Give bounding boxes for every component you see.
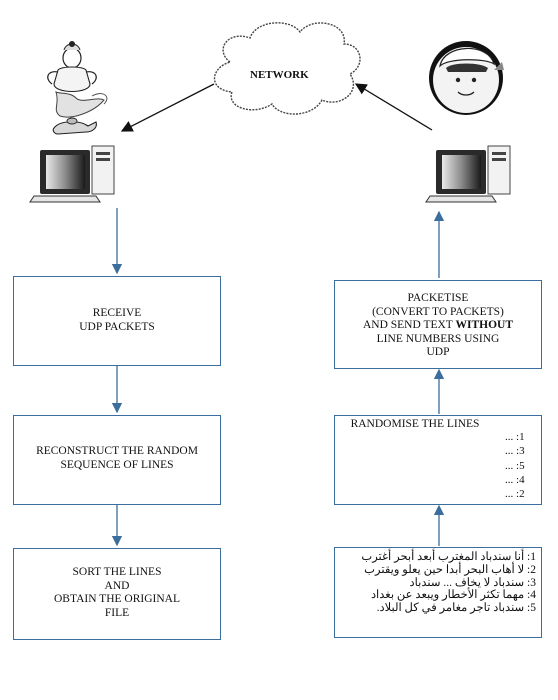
random-sequence: 1: ... 3: ... 5: ... 4: ... 2: ...: [505, 430, 525, 501]
sort-line-1: SORT THE LINES: [72, 566, 162, 578]
genie-image: [47, 41, 108, 135]
poem-line: 3: سندباد لا يخاف ... سندباد: [409, 576, 537, 589]
packetise-text: PACKETISE (CONVERT TO PACKETS) AND SEND …: [334, 292, 542, 360]
packetise-without: WITHOUT: [455, 319, 514, 331]
reconstruct-text: RECONSTRUCT THE RANDOM SEQUENCE OF LINES: [13, 445, 221, 472]
poem-line: 5: سندباد تاجر مغامر في كل البلاد.: [376, 602, 536, 615]
arrow-sender-to-network: [354, 83, 433, 131]
reconstruct-line-2: SEQUENCE OF LINES: [60, 458, 174, 471]
poem-line: 4: مهما تكثر الأخطار ويبعد عن بغداد: [370, 589, 536, 602]
packetise-line-3-a: AND SEND TEXT: [362, 319, 456, 331]
packetise-line-2: (CONVERT TO PACKETS): [372, 305, 504, 318]
packetise-line-4: LINE NUMBERS USING: [376, 332, 500, 345]
reconstruct-line-1: RECONSTRUCT THE RANDOM: [36, 445, 198, 457]
receive-line-1: RECEIVE: [92, 307, 142, 319]
sequence-item: 3: ...: [505, 445, 525, 458]
network-label: NETWORK: [250, 69, 309, 81]
receive-box: [13, 276, 221, 366]
packetise-box: [334, 280, 542, 369]
receive-line-2: UDP PACKETS: [79, 320, 155, 333]
sequence-item: 1: ...: [505, 431, 525, 443]
sort-line-3: OBTAIN THE ORIGINAL: [54, 593, 180, 605]
randomise-box: [334, 415, 542, 505]
sequence-item: 2: ...: [505, 488, 525, 501]
sequence-item: 4: ...: [505, 473, 525, 486]
poem-lines: 1: أنا سندباد المغترب أبعد أبحر أغترب 2:…: [361, 551, 536, 615]
sort-line-4: FILE: [104, 606, 130, 619]
sort-box: [13, 548, 221, 640]
computer-icon-receiver: [29, 145, 115, 203]
arrow-network-to-receiver: [120, 83, 215, 132]
network-cloud: [214, 22, 361, 115]
computer-icon-sender: [425, 145, 511, 203]
poem-line: 1: أنا سندباد المغترب أبعد أبحر أغترب: [361, 551, 536, 563]
poem-line: 2: لا أهاب البحر أبدا حين يعلو ويقترب: [364, 563, 536, 576]
packetise-line-5: UDP: [426, 346, 450, 358]
randomise-title: RANDOMISE THE LINES: [350, 418, 480, 430]
sort-text: SORT THE LINES AND OBTAIN THE ORIGINAL F…: [13, 566, 221, 620]
packetise-line-1: PACKETISE: [407, 292, 469, 304]
poem-box: [334, 547, 542, 638]
sequence-item: 5: ...: [505, 459, 525, 472]
sort-line-2: AND: [104, 579, 130, 592]
sindbad-image: [429, 41, 504, 115]
reconstruct-box: [13, 415, 221, 505]
receive-text: RECEIVE UDP PACKETS: [13, 307, 221, 334]
packetise-line-3: AND SEND TEXT WITHOUT: [334, 319, 542, 333]
